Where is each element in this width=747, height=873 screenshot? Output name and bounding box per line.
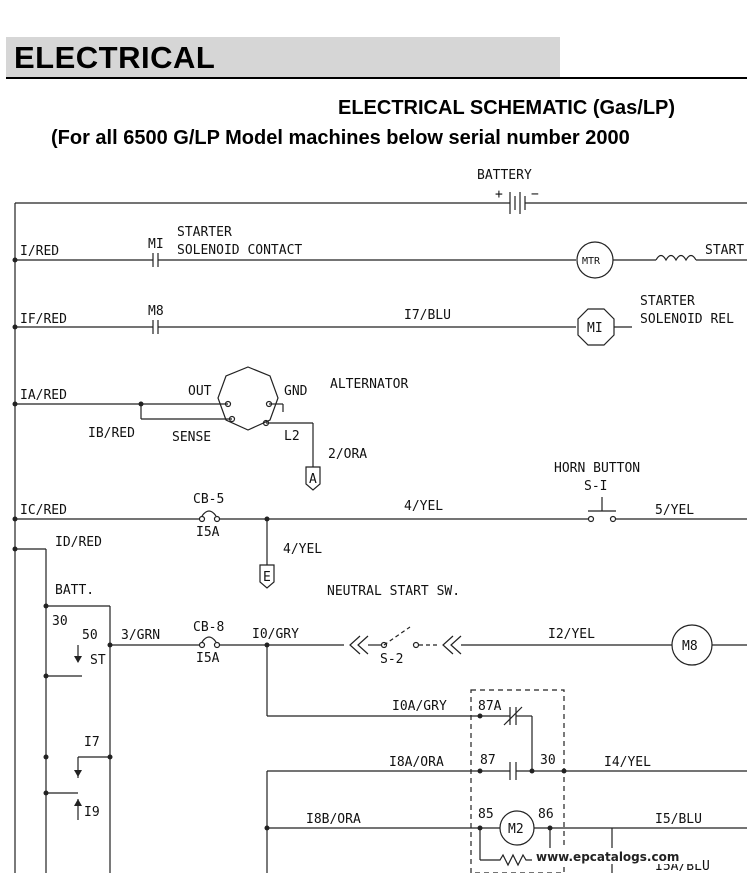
solenoid-contact-label: SOLENOID CONTACT: [177, 243, 302, 258]
connector-left: [349, 635, 369, 655]
coil-label-m2: M2: [508, 822, 524, 837]
connector-e: [259, 564, 275, 589]
battery-label: BATTERY: [477, 168, 532, 183]
wire-label-5-yel: 5/YEL: [655, 503, 694, 518]
connector-a: [305, 466, 321, 491]
relay-box: [264, 689, 747, 873]
terminal-87a-label: 87A: [478, 699, 502, 714]
terminal-50-label: 50: [82, 628, 98, 643]
connector-right: [442, 635, 462, 655]
wire-label-10-gry: I0/GRY: [252, 627, 299, 642]
cb5-rating: I5A: [196, 525, 220, 540]
rung-3-alternator: [12, 366, 321, 491]
wire-label-4-yel-e: 4/YEL: [283, 542, 322, 557]
wire-label-17-blu: I7/BLU: [404, 308, 451, 323]
wire-label-14-yel: I4/YEL: [604, 755, 651, 770]
terminal-85-label: 85: [478, 807, 494, 822]
m1-relay-coil: [577, 308, 615, 346]
alternator-symbol: [217, 366, 279, 431]
alt-out-label: OUT: [188, 384, 212, 399]
wire-label-15-blu: I5/BLU: [655, 812, 702, 827]
terminal-19-label: I9: [84, 805, 100, 820]
s1-label: S-I: [584, 479, 607, 494]
suppression-resistor: [480, 853, 550, 867]
solenoid-relay-label: SOLENOID REL: [640, 312, 734, 327]
circuit-breaker-cb5: [201, 510, 217, 517]
neutral-start-label: NEUTRAL START SW.: [327, 584, 460, 599]
cb8-label: CB-8: [193, 620, 224, 635]
alternator-label: ALTERNATOR: [330, 377, 408, 392]
cb5-label: CB-5: [193, 492, 224, 507]
connector-e-label: E: [263, 570, 271, 585]
rung-1: [12, 241, 747, 279]
battery-minus: −: [531, 187, 539, 202]
starter-label: STARTER: [177, 225, 232, 240]
wire-label-2-ora: 2/ORA: [328, 447, 367, 462]
contact-label-m8: M8: [148, 304, 164, 319]
wire-label-12-yel: I2/YEL: [548, 627, 595, 642]
alt-sense-label: SENSE: [172, 430, 211, 445]
wire-label-1b-red: IB/RED: [88, 426, 135, 441]
terminal-30b-label: 30: [540, 753, 556, 768]
terminal-30-label: 30: [52, 614, 68, 629]
rung-2: [12, 308, 632, 346]
wire-label-1f-red: IF/RED: [20, 312, 67, 327]
circuit-breaker-cb8: [201, 636, 217, 643]
rung-5-neutral-start: [110, 624, 747, 717]
wire-label-1d-red: ID/RED: [55, 535, 102, 550]
ignition-switch: [12, 546, 113, 873]
wire-label-18a-ora: I8A/ORA: [389, 755, 444, 770]
s2-label: S-2: [380, 652, 403, 667]
connector-a-label: A: [309, 472, 317, 487]
terminal-st-label: ST: [90, 653, 106, 668]
wire-label-3-grn: 3/GRN: [121, 628, 160, 643]
wire-label-18b-ora: I8B/ORA: [306, 812, 361, 827]
contact-label-m1: MI: [148, 237, 164, 252]
horn-button-label: HORN BUTTON: [554, 461, 640, 476]
wire-label-10a-gry: I0A/GRY: [392, 699, 447, 714]
battery-plus: +: [495, 187, 503, 202]
coil-label-m8: M8: [682, 639, 698, 654]
coil-label-m1: MI: [587, 321, 603, 336]
section-title: ELECTRICAL: [14, 40, 216, 75]
batt-label: BATT.: [55, 583, 94, 598]
battery-symbol: [15, 192, 747, 214]
wire-label-1-red: I/RED: [20, 244, 59, 259]
alt-gnd-label: GND: [284, 384, 308, 399]
watermark-bg: [532, 848, 698, 864]
alt-l2-label: L2: [284, 429, 300, 444]
start-label: START: [705, 243, 744, 258]
header-rule: [6, 77, 747, 79]
neutral-start-switch: [383, 626, 411, 646]
wire-label-1a-red: IA/RED: [20, 388, 67, 403]
terminal-86-label: 86: [538, 807, 554, 822]
terminal-17-label: I7: [84, 735, 100, 750]
cb8-rating: I5A: [196, 651, 220, 666]
wire-label-1c-red: IC/RED: [20, 503, 67, 518]
schematic-subtitle: (For all 6500 G/LP Model machines below …: [51, 127, 630, 149]
watermark: www.epcatalogs.com: [536, 850, 679, 864]
schematic-title: ELECTRICAL SCHEMATIC (Gas/LP): [338, 97, 676, 119]
terminal-87-label: 87: [480, 753, 496, 768]
wire-label-4-yel: 4/YEL: [404, 499, 443, 514]
mtr-label: MTR: [582, 256, 601, 267]
rung-4-horn: [12, 497, 747, 589]
section-header-bar: [6, 37, 560, 77]
starter-winding: [655, 254, 697, 262]
starter-relay-label: STARTER: [640, 294, 695, 309]
